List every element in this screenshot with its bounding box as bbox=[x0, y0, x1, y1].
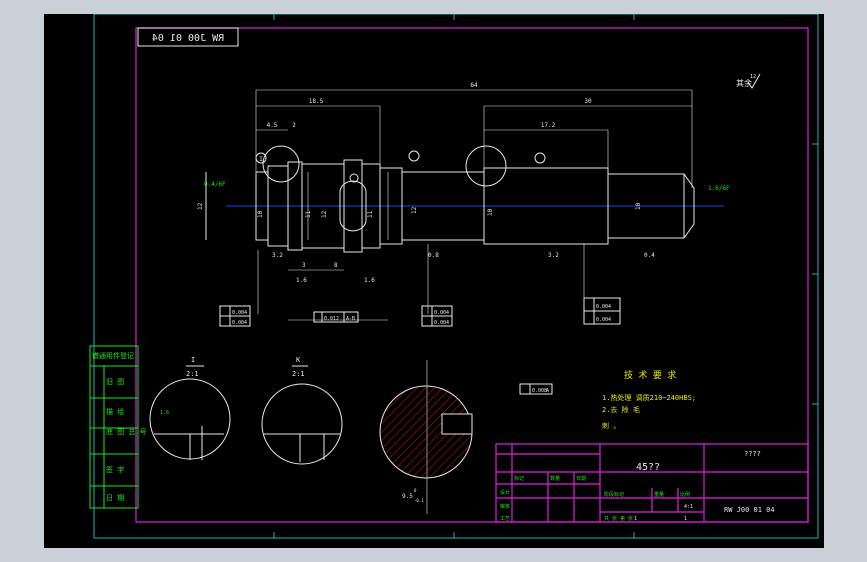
svg-text:-0.1: -0.1 bbox=[414, 498, 424, 503]
dim-17-2-text: 17.2 bbox=[541, 122, 556, 129]
keyway-arc bbox=[339, 219, 367, 232]
svg-text:0.004: 0.004 bbox=[596, 304, 611, 310]
svg-text:数量: 数量 bbox=[550, 475, 560, 482]
svg-text:签 字: 签 字 bbox=[106, 465, 124, 474]
side-table: 借通用件登记 旧 图 描 绘 底 图 总 号 签 字 日 期 bbox=[89, 345, 147, 509]
svg-text:A: A bbox=[546, 388, 549, 394]
tech-req-3: 刺 。 bbox=[602, 421, 620, 430]
dim-diameter: 11 bbox=[305, 210, 312, 218]
roughness-value: 12 bbox=[750, 74, 756, 80]
dim-8-text: 8 bbox=[334, 262, 338, 269]
svg-text:0.004: 0.004 bbox=[434, 320, 449, 326]
svg-text:2:1: 2:1 bbox=[292, 370, 305, 378]
svg-text:借通用件登记: 借通用件登记 bbox=[92, 351, 134, 360]
detail-i-marker-label: I bbox=[259, 156, 263, 163]
roughness-label: 3.2 bbox=[548, 252, 559, 259]
roughness-label: 1.6 bbox=[296, 277, 307, 284]
tolerance-frame-1: 0.004 0.004 bbox=[219, 305, 251, 327]
svg-text:0.004: 0.004 bbox=[596, 317, 611, 323]
section-view-d-d: 0.008 A 9.5 0 -0.1 bbox=[379, 360, 553, 514]
detail-i-circle bbox=[262, 145, 300, 183]
datum-marker bbox=[534, 152, 546, 164]
svg-text:审核: 审核 bbox=[500, 503, 510, 510]
svg-text:描 绘: 描 绘 bbox=[106, 407, 124, 416]
svg-text:0.008: 0.008 bbox=[532, 388, 547, 394]
dim-18-5-text: 18.5 bbox=[309, 98, 324, 105]
keyway-lines bbox=[339, 192, 367, 220]
svg-text:1: 1 bbox=[684, 516, 687, 522]
svg-text:日期: 日期 bbox=[576, 476, 586, 482]
tolerance-frame-2: 0.004 0.004 bbox=[421, 305, 453, 327]
svg-text:1: 1 bbox=[634, 516, 637, 522]
dim-total-length-text: 64 bbox=[470, 82, 478, 89]
roughness-symbol-icon bbox=[747, 73, 761, 89]
svg-text:阶段标记: 阶段标记 bbox=[604, 491, 624, 498]
roughness-label: 3.2 bbox=[272, 252, 283, 259]
svg-text:标记: 标记 bbox=[514, 475, 524, 482]
svg-text:0.004: 0.004 bbox=[232, 320, 247, 326]
svg-text:0: 0 bbox=[414, 488, 417, 493]
svg-text:重量: 重量 bbox=[654, 491, 664, 498]
svg-text:底 图 总 号: 底 图 总 号 bbox=[106, 427, 147, 436]
dim-30-text: 30 bbox=[584, 98, 592, 105]
outer-frame bbox=[93, 14, 819, 539]
title-company: ???? bbox=[744, 450, 761, 458]
title-drawing-number: RW J00 01 04 bbox=[724, 506, 775, 514]
svg-text:比例: 比例 bbox=[680, 491, 690, 498]
ra-label-right: 1.6/6F bbox=[708, 185, 730, 192]
mirrored-drawing-code: RW J00 01 04 bbox=[152, 33, 224, 44]
dim-diameter: 12 bbox=[411, 206, 418, 214]
svg-text:1.6: 1.6 bbox=[160, 410, 169, 416]
code-box bbox=[137, 27, 239, 47]
tech-req-2: 2.去 除 毛 bbox=[602, 405, 640, 414]
roughness-label: 0.8 bbox=[428, 252, 439, 259]
svg-text:共 张 第 张: 共 张 第 张 bbox=[604, 515, 633, 522]
dim-diameter: 11 bbox=[367, 210, 374, 218]
roughness-label: 1.6 bbox=[364, 277, 375, 284]
svg-text:日 期: 日 期 bbox=[106, 494, 124, 502]
keyway-marker bbox=[349, 173, 359, 183]
dim-diameter: 10 bbox=[487, 208, 494, 216]
svg-text:0.004: 0.004 bbox=[232, 310, 247, 316]
svg-text:I: I bbox=[191, 356, 195, 364]
title-block: 标记 数量 日期 阶段标记 重量 比例 共 张 第 张 设计 审核 工艺 45?… bbox=[495, 443, 809, 523]
ra-label-left: 0.4/6F bbox=[204, 181, 226, 188]
svg-text:K: K bbox=[296, 356, 301, 364]
svg-text:2:1: 2:1 bbox=[186, 370, 199, 378]
detail-k-circle bbox=[465, 145, 507, 187]
detail-view-i: I 2:1 1.6 bbox=[149, 356, 231, 460]
inner-border bbox=[135, 27, 809, 523]
svg-text:9.5: 9.5 bbox=[402, 493, 413, 500]
main-shaft-view: I 12 10 11 12 11 12 10 10 64 30 18.5 17.… bbox=[197, 82, 730, 321]
svg-text:4:1: 4:1 bbox=[684, 504, 693, 510]
svg-text:工艺: 工艺 bbox=[500, 516, 510, 522]
tech-title: 技 术 要 求 bbox=[624, 369, 676, 381]
tech-req-1: 1.热处理 调质210~240HBS; bbox=[602, 393, 696, 402]
dim-2-text: 2 bbox=[292, 122, 296, 129]
roughness-note: 其余 bbox=[736, 78, 752, 88]
svg-text:0.004: 0.004 bbox=[434, 310, 449, 316]
svg-text:0.012: 0.012 bbox=[324, 316, 339, 322]
dim-diameter-left: 12 bbox=[197, 202, 204, 210]
dim-diameter: 10 bbox=[635, 202, 642, 210]
tolerance-frame-3: 0.004 0.004 bbox=[583, 297, 621, 325]
cad-drawing-canvas: RW J00 01 04 其余 12 I bbox=[89, 14, 819, 539]
drawing-viewport[interactable]: RW J00 01 04 其余 12 I bbox=[44, 14, 824, 548]
roughness-label: 0.4 bbox=[644, 252, 655, 259]
svg-text:A-B: A-B bbox=[346, 316, 355, 322]
section-marker bbox=[408, 150, 420, 162]
dim-4-5-text: 4.5 bbox=[267, 122, 278, 129]
svg-text:旧 图: 旧 图 bbox=[106, 378, 124, 386]
title-material: 45?? bbox=[636, 462, 660, 473]
detail-view-k: K 2:1 bbox=[261, 356, 343, 465]
keyway-arc bbox=[339, 180, 367, 193]
dim-diameter: 12 bbox=[321, 210, 328, 218]
dim-diameter: 10 bbox=[257, 210, 264, 218]
svg-text:设计: 设计 bbox=[500, 489, 510, 496]
tolerance-frame-4: 0.012 A-B bbox=[313, 311, 359, 323]
dim-3-text: 3 bbox=[302, 262, 306, 269]
